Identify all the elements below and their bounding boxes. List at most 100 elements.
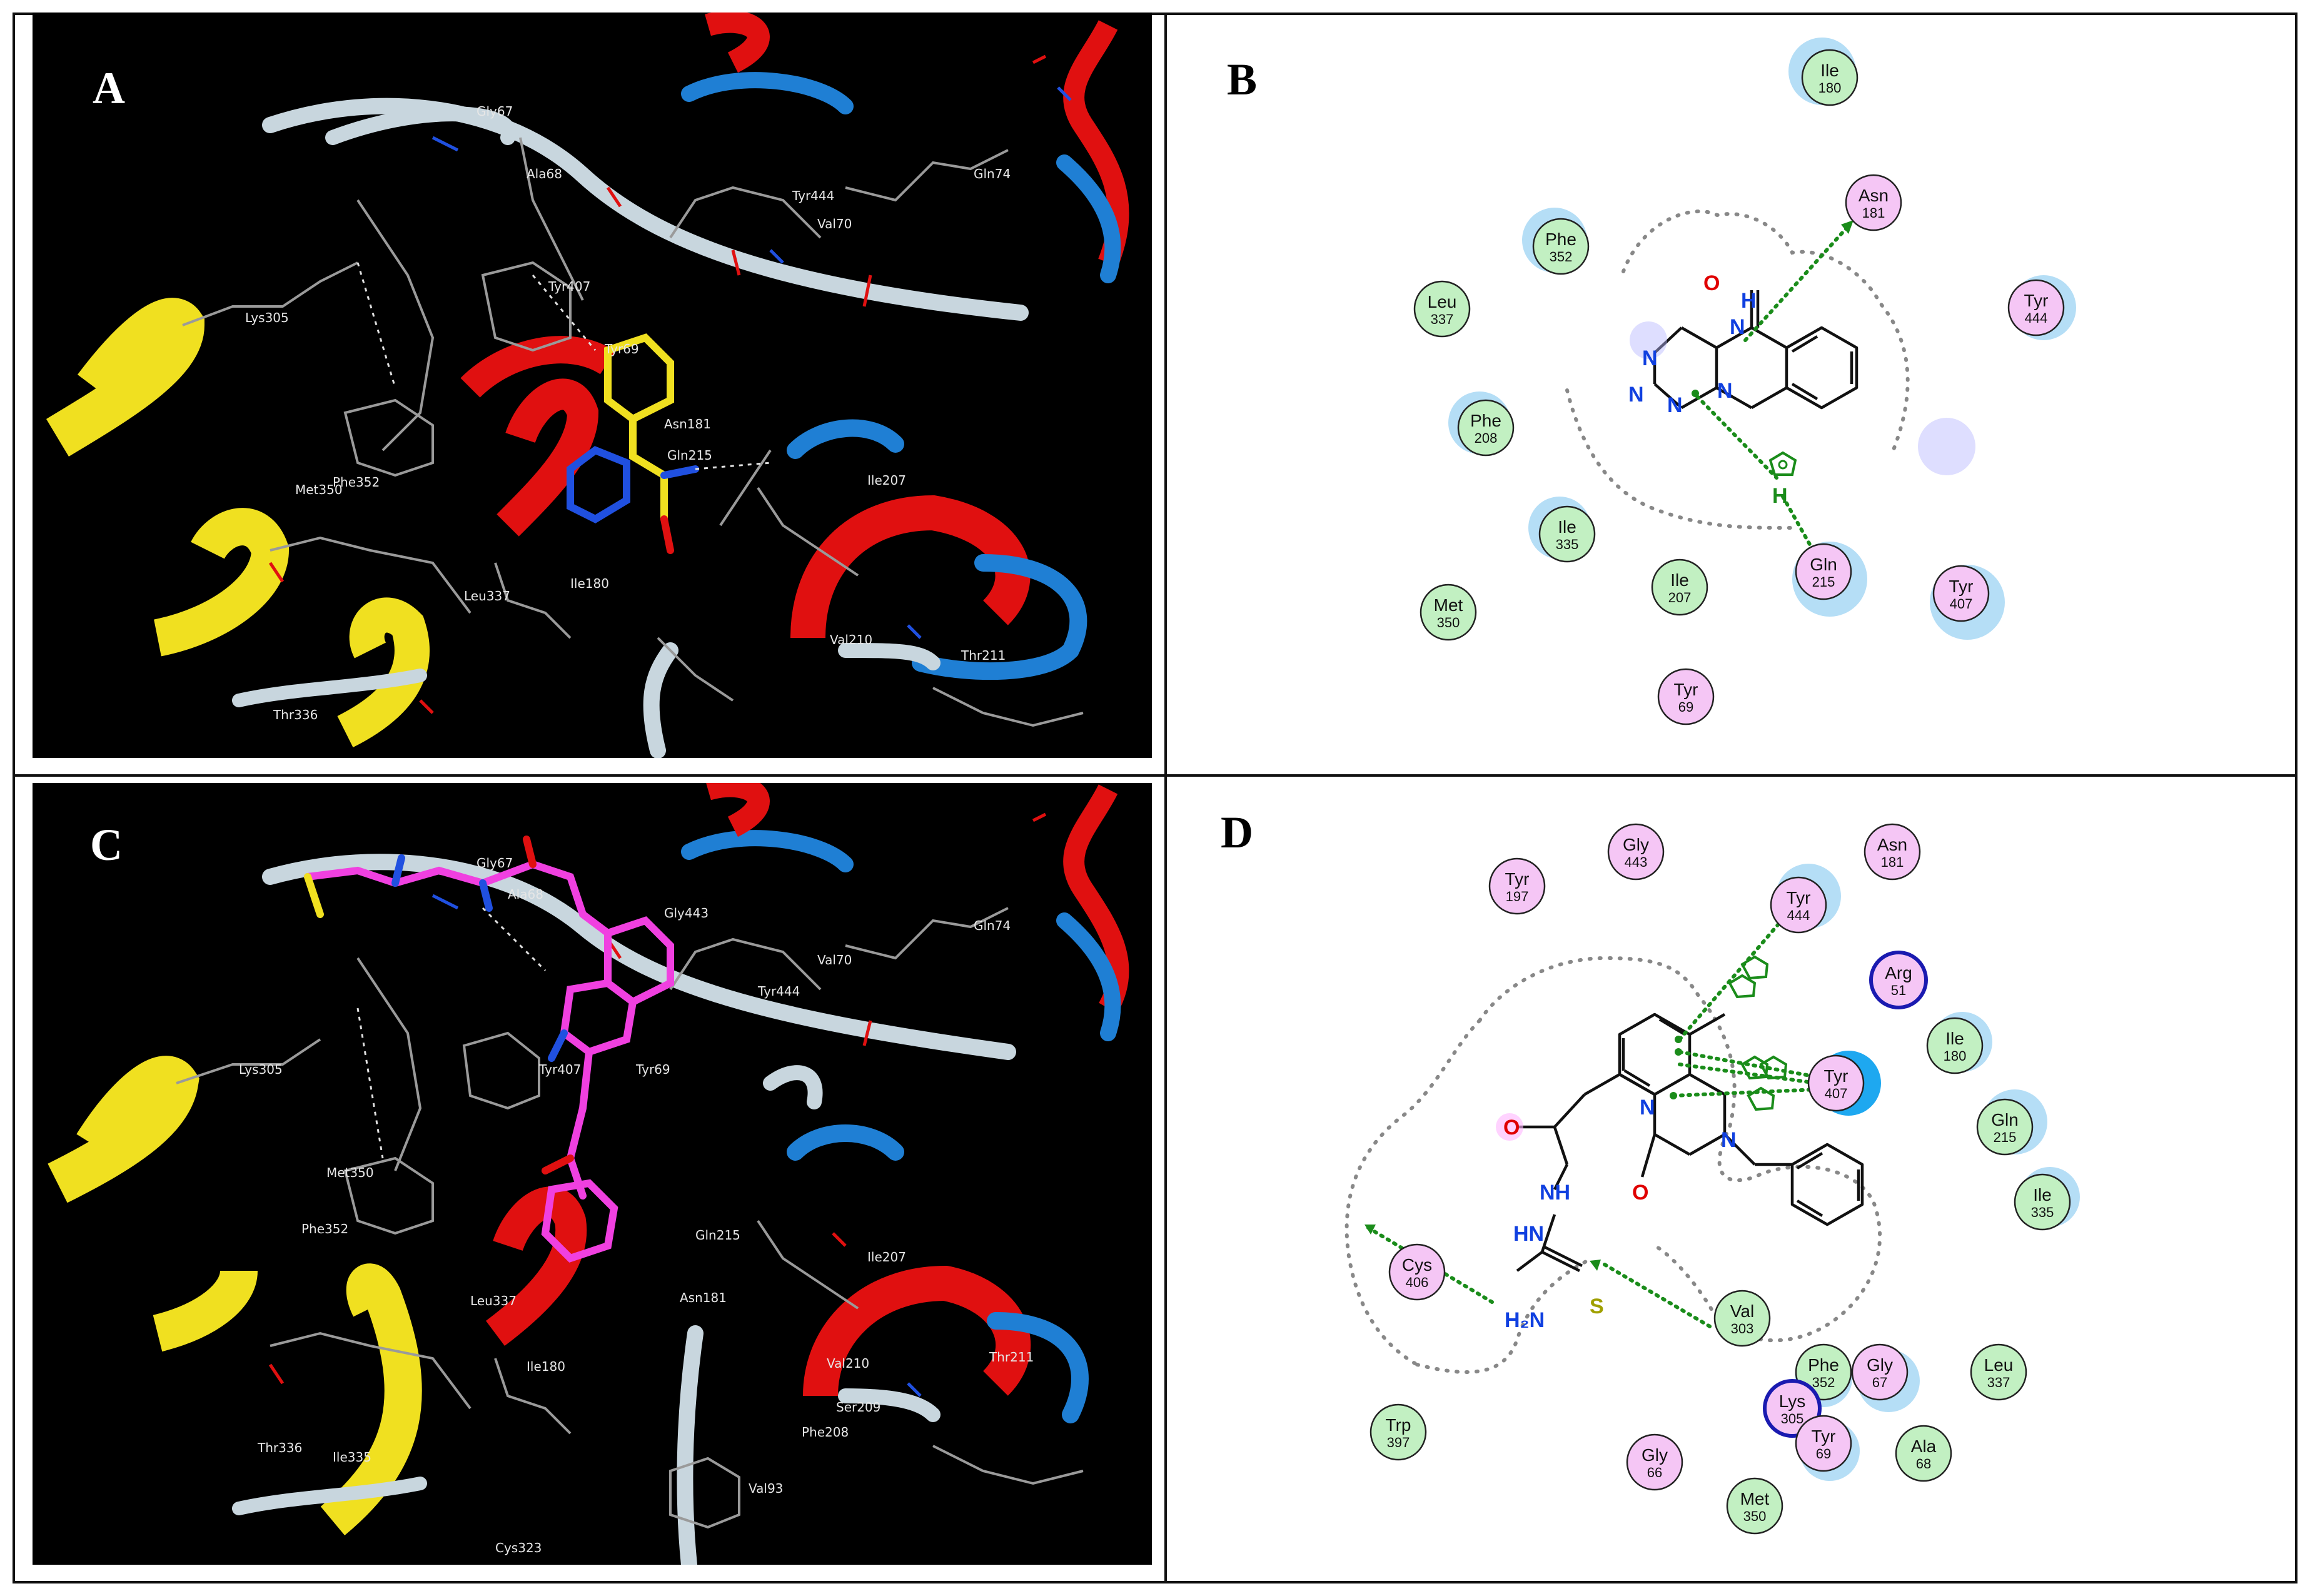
residue-name: Tyr	[1787, 888, 1811, 907]
atom-label: N	[1640, 1096, 1655, 1119]
residue-number: 68	[1916, 1456, 1931, 1472]
residue-number: 197	[1506, 889, 1529, 904]
residue-ala-68: Ala68	[1895, 1425, 1952, 1482]
residue-number: 180	[1818, 80, 1842, 96]
residue-number: 67	[1872, 1375, 1887, 1390]
white-coil	[232, 669, 427, 707]
residue-number: 303	[1731, 1321, 1754, 1336]
white-coil	[262, 98, 1029, 321]
residue-label: Ile207	[867, 473, 906, 488]
blue-coil	[681, 72, 854, 114]
atom-label: S	[1590, 1295, 1604, 1318]
ligand-b	[1653, 290, 1859, 410]
white-coil	[838, 643, 941, 670]
atom-label: O	[1632, 1181, 1648, 1205]
residue-name: Trp	[1386, 1415, 1411, 1435]
pi-anchor	[1692, 390, 1699, 397]
residue-label: Gln215	[695, 1228, 740, 1243]
residue-met-350: Met350	[1420, 583, 1477, 641]
residue-label: Tyr407	[538, 1062, 581, 1077]
residue-circle	[1651, 558, 1708, 616]
residue-number: 350	[1437, 615, 1460, 630]
residue-label: Ala68	[508, 887, 543, 902]
residue-ile-180: Ile180	[1801, 49, 1859, 106]
residue-name: Met	[1434, 595, 1463, 615]
residue-number: 181	[1862, 205, 1885, 221]
interaction-lines	[1695, 223, 1852, 548]
residue-labels-a: Gly67Ala68Tyr444Val70Gln74Tyr407Tyr69Lys…	[245, 104, 1011, 722]
residue-tyr-69: Tyr69	[1795, 1415, 1852, 1472]
residue-tyr-407: Tyr407	[1807, 1054, 1865, 1112]
residue-leu-337: Leu337	[1970, 1343, 2027, 1401]
residue-name: Gly	[1623, 835, 1649, 854]
atom-label: N	[1721, 1128, 1737, 1152]
residue-tyr-444: Tyr444	[1770, 876, 1827, 934]
residue-gly-443: Gly443	[1607, 823, 1665, 881]
red-helix-right	[1063, 20, 1129, 267]
residue-circle	[2014, 1173, 2071, 1231]
residue-name: Gly	[1642, 1445, 1668, 1465]
residue-name: Ile	[1558, 517, 1576, 537]
residue-label: Cys323	[495, 1540, 542, 1555]
arrow-head	[1590, 1260, 1601, 1271]
residue-circle	[2007, 279, 2065, 336]
yellow-helix	[153, 508, 290, 657]
residue-circle	[1607, 823, 1665, 881]
residue-circle	[1970, 1343, 2027, 1401]
residue-circle	[1538, 505, 1596, 563]
residue-name: Ala	[1911, 1437, 1937, 1456]
residue-label: Leu337	[470, 1293, 517, 1308]
residue-label: Gly67	[477, 856, 513, 871]
residue-circle	[1657, 668, 1715, 725]
residue-number: 69	[1678, 699, 1693, 715]
panel-label: D	[1221, 807, 1253, 857]
atom-label: N	[1730, 315, 1745, 339]
residue-label: Leu337	[464, 588, 510, 604]
residue-label: Val210	[827, 1356, 869, 1371]
red-helix	[706, 783, 770, 837]
residue-label: Val210	[830, 632, 872, 647]
residue-name: Gln	[1991, 1110, 2019, 1129]
residue-number: 397	[1387, 1435, 1410, 1450]
blue-coil	[787, 419, 904, 459]
residue-gln-215: Gln215	[1795, 543, 1852, 600]
atom-label: NH	[1540, 1181, 1570, 1205]
residue-label: Gln215	[667, 448, 712, 463]
residue-number: 51	[1891, 982, 1906, 998]
pi-anchor	[1675, 1036, 1682, 1043]
residue-label: Ile180	[527, 1359, 565, 1374]
residue-tyr-444: Tyr444	[2007, 279, 2065, 336]
residue-name: Phe	[1470, 411, 1501, 430]
arrow-head	[1841, 220, 1854, 234]
yellow-helix	[153, 1269, 258, 1352]
residue-circle	[1770, 876, 1827, 934]
residue-name: Phe	[1545, 230, 1576, 249]
ligand-a	[567, 333, 699, 554]
residue-number: 337	[1431, 311, 1454, 327]
pi-ring-icon	[1768, 451, 1797, 476]
yellow-helix	[337, 597, 430, 748]
residue-label: Asn181	[664, 417, 711, 432]
residue-circle	[1388, 1243, 1446, 1301]
residue-circle	[1488, 857, 1546, 915]
blue-coil	[987, 1312, 1089, 1423]
residue-circle	[1932, 565, 1990, 622]
ligand-c	[304, 836, 674, 1263]
residue-label: Lys305	[239, 1062, 283, 1077]
residue-label: Tyr69	[635, 1062, 670, 1077]
residue-number: 444	[1787, 907, 1810, 923]
blue-coil-right	[1056, 154, 1121, 283]
residue-number: 69	[1816, 1446, 1831, 1462]
residue-label: Thr211	[989, 1350, 1034, 1365]
residue-circle	[1895, 1425, 1952, 1482]
residue-label: Ile207	[867, 1250, 906, 1265]
residue-name: Arg	[1885, 963, 1912, 982]
residue-name: Phe	[1808, 1355, 1839, 1375]
structure-a-canvas: Gly67Ala68Tyr444Val70Gln74Tyr407Tyr69Lys…	[46, 13, 1129, 758]
blue-coil	[787, 1124, 904, 1161]
residue-label: Gly443	[664, 906, 709, 921]
